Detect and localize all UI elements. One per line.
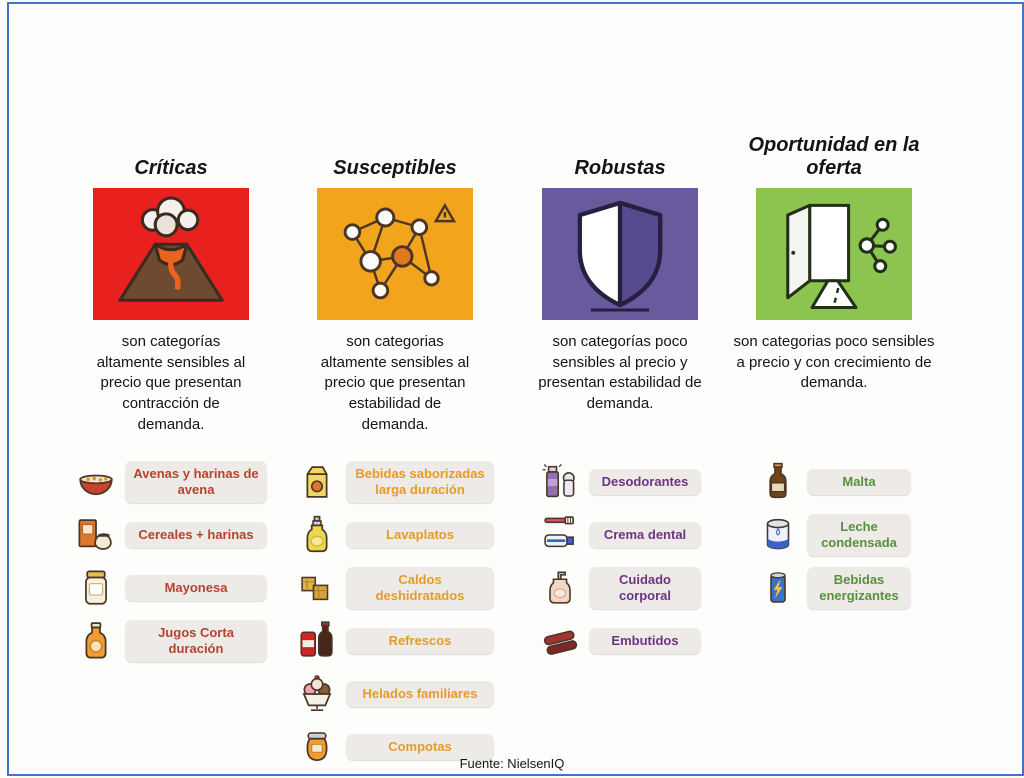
item-pill: Compotas [346,733,494,761]
column-oportunidad: Oportunidad en la oferta son categorias … [728,134,940,610]
item-pill: Cuidado corporal [589,566,701,610]
category-description-criticas: son categorías altamente sensibles al pr… [96,333,246,433]
item-pill: Leche condensada [807,513,911,557]
item-pill: Refrescos [346,627,494,655]
item-row: Caldos deshidratados [294,566,496,610]
malta-bottle-icon [757,460,799,504]
item-row: Bebidas saborizadas larga duración [294,460,496,504]
open-door-icon [756,188,912,320]
item-pill: Cereales + harinas [125,521,267,549]
condensed-milk-icon [757,513,799,557]
item-pill: Jugos Corta duración [125,619,267,663]
item-row: Compotas [294,725,496,769]
juice-carton-icon [296,460,338,504]
volcano-icon [93,188,249,320]
item-row: Crema dental [518,513,722,557]
item-row: Bebidas energizantes [728,566,940,610]
item-row: Mayonesa [55,566,287,610]
item-row: Avenas y harinas de avena [55,460,287,504]
category-title-criticas: Críticas [134,157,208,179]
item-pill: Bebidas energizantes [807,566,911,610]
item-row: Desodorantes [518,460,722,504]
source-note: Fuente: NielsenIQ [459,756,565,771]
dish-soap-icon [296,513,338,557]
category-title-robustas: Robustas [574,157,666,179]
item-pill: Avenas y harinas de avena [125,460,267,504]
item-pill: Crema dental [589,521,701,549]
toothpaste-icon [539,513,581,557]
juice-bottle-icon [75,619,117,663]
category-description-oportunidad: son categorias poco sensibles a precio y… [733,333,935,392]
bouillon-cubes-icon [296,566,338,610]
shield-icon [542,188,698,320]
item-pill: Lavaplatos [346,521,494,549]
item-pill: Embutidos [589,627,701,655]
column-susceptibles: Susceptibles son categorias altamente se… [294,134,496,769]
deodorant-icon [539,460,581,504]
item-pill: Caldos deshidratados [346,566,494,610]
item-pill: Bebidas saborizadas larga duración [346,460,494,504]
item-row: Cuidado corporal [518,566,722,610]
category-items-oportunidad: Malta Leche condensada Bebidas energizan… [728,460,940,610]
sausages-icon [539,619,581,663]
column-robustas: Robustas son categorías poco sensibles a… [518,134,722,663]
item-pill: Helados familiares [346,680,494,708]
cereal-box-icon [75,513,117,557]
lotion-icon [539,566,581,610]
category-title-oportunidad: Oportunidad en la oferta [748,134,920,179]
category-title-susceptibles: Susceptibles [333,157,457,179]
network-icon [317,188,473,320]
item-row: Jugos Corta duración [55,619,287,663]
column-criticas: Críticas son categorías altamente sensib… [55,134,287,663]
soda-icon [296,619,338,663]
category-description-robustas: son categorías poco sensibles al precio … [538,333,702,413]
item-row: Embutidos [518,619,722,663]
item-row: Lavaplatos [294,513,496,557]
mayonnaise-jar-icon [75,566,117,610]
category-items-robustas: Desodorantes Crema dental Cuidado corpor… [518,460,722,663]
ice-cream-sundae-icon [296,672,338,716]
energy-drink-icon [757,566,799,610]
category-items-criticas: Avenas y harinas de avena Cereales + har… [55,460,287,663]
item-row: Refrescos [294,619,496,663]
item-row: Malta [728,460,940,504]
category-description-susceptibles: son categorias altamente sensibles al pr… [320,333,470,433]
item-pill: Malta [807,468,911,496]
cereal-bowl-icon [75,460,117,504]
item-row: Helados familiares [294,672,496,716]
item-row: Cereales + harinas [55,513,287,557]
item-row: Leche condensada [728,513,940,557]
category-items-susceptibles: Bebidas saborizadas larga duración Lavap… [294,460,496,769]
item-pill: Desodorantes [589,468,701,496]
item-pill: Mayonesa [125,574,267,602]
